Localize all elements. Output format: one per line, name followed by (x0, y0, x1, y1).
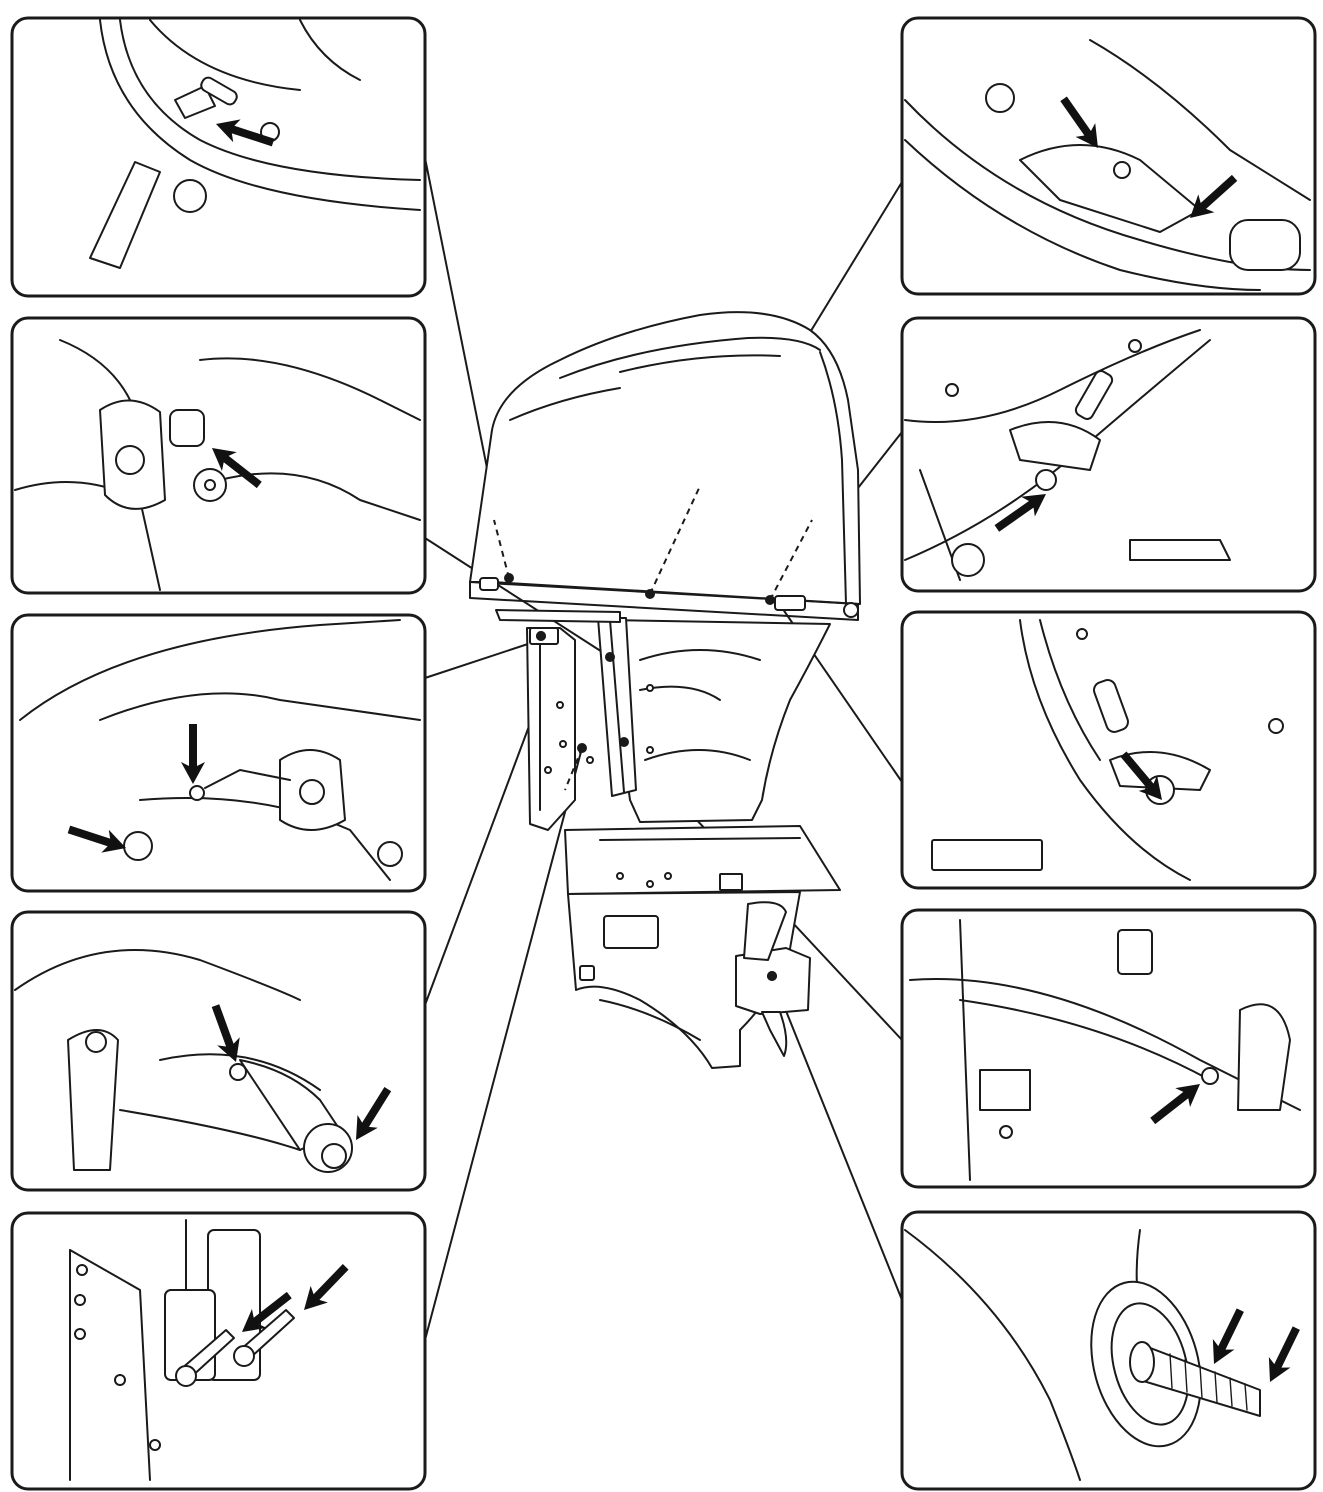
panel-l5 (10, 1211, 427, 1491)
panel-l2 (10, 316, 427, 595)
panel-l1 (10, 16, 427, 298)
panel-l4 (10, 910, 427, 1192)
panel-r3 (900, 610, 1317, 890)
panel-r1 (900, 16, 1317, 296)
panel-l3 (10, 613, 427, 893)
outboard-motor (469, 311, 861, 1069)
panel-r2 (900, 316, 1317, 593)
lube-point-markers (504, 573, 777, 981)
panel-r4 (900, 908, 1317, 1189)
panel-r5 (900, 1210, 1317, 1491)
